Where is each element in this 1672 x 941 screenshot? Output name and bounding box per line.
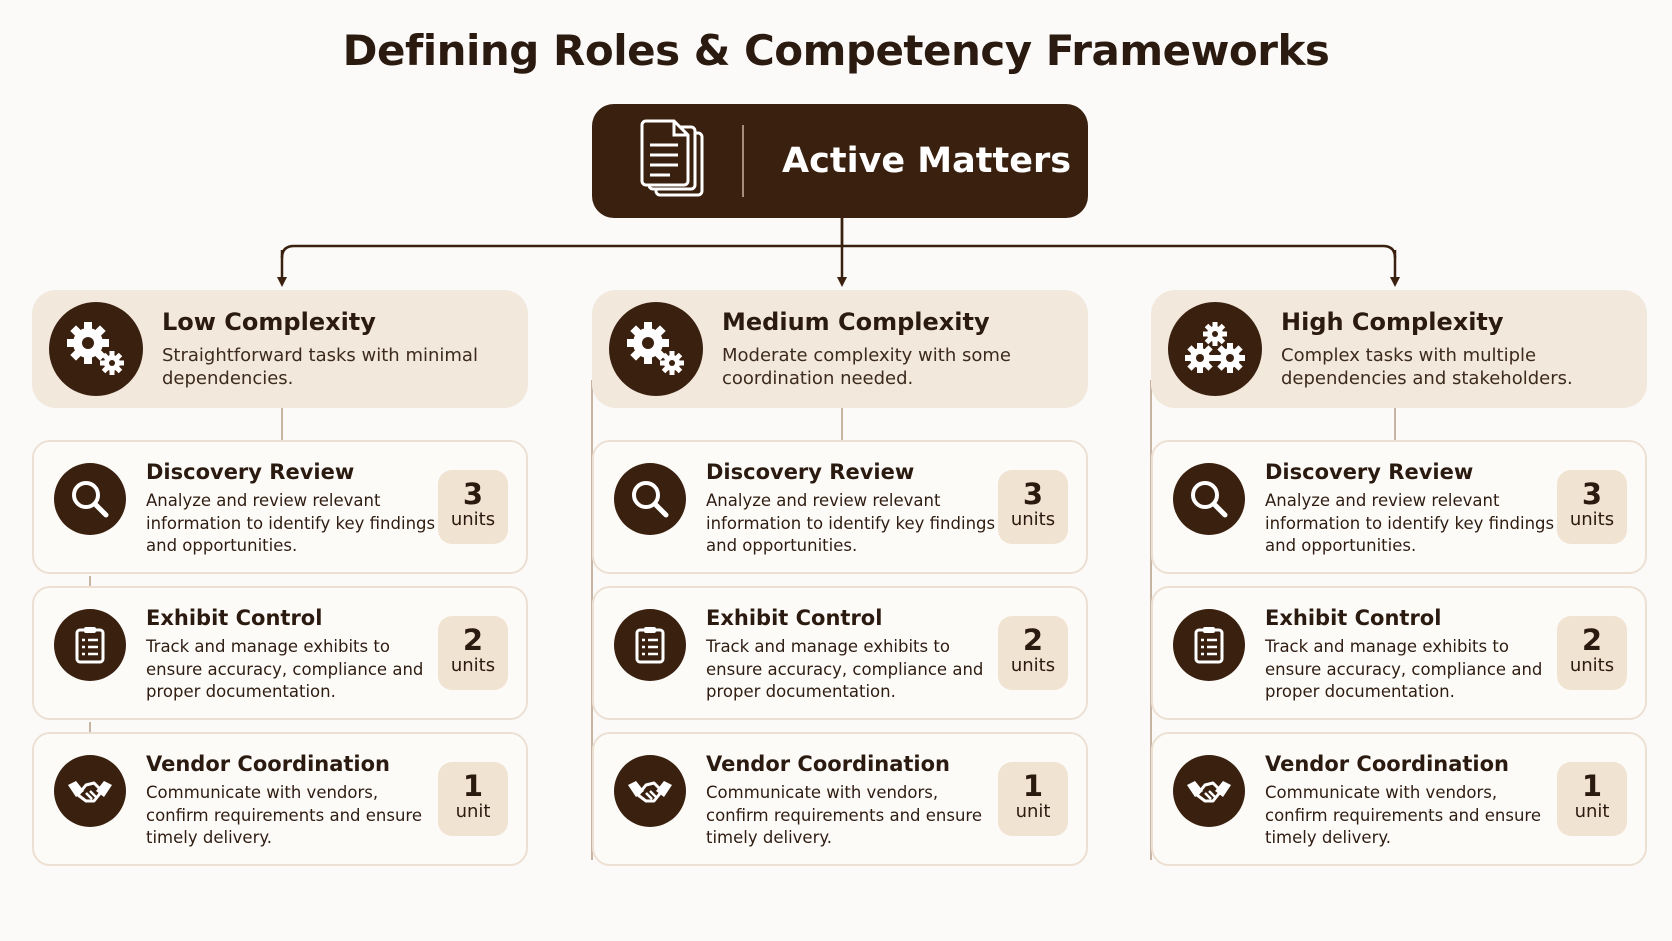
task-description: Track and manage exhibits to ensure accu… — [706, 637, 984, 701]
task-title: Discovery Review — [706, 460, 915, 484]
task-card-vendor-coordination: Vendor Coordination Communicate with ven… — [1151, 732, 1647, 866]
complexity-title: High Complexity — [1281, 308, 1504, 336]
complexity-description: Complex tasks with multiple dependencies… — [1281, 345, 1573, 389]
units-badge: 2 units — [438, 616, 508, 690]
units-label: unit — [1015, 801, 1051, 822]
page-title: Defining Roles & Competency Frameworks — [342, 26, 1330, 75]
handshake-icon — [1173, 755, 1245, 827]
gears-icon — [49, 302, 143, 396]
task-description: Analyze and review relevant information … — [706, 491, 996, 555]
units-count: 1 — [462, 769, 484, 803]
clipboard-icon — [1173, 609, 1245, 681]
units-label: unit — [455, 801, 491, 822]
task-title: Vendor Coordination — [146, 752, 391, 776]
units-count: 3 — [1022, 477, 1044, 511]
units-badge: 3 units — [438, 470, 508, 544]
units-count: 1 — [1581, 769, 1603, 803]
units-label: units — [1010, 509, 1056, 530]
task-description: Track and manage exhibits to ensure accu… — [1265, 637, 1543, 701]
complexity-header: Low Complexity Straightforward tasks wit… — [32, 290, 528, 408]
gears-cluster-icon — [1168, 302, 1262, 396]
root-divider — [742, 125, 744, 197]
documents-icon — [628, 104, 720, 218]
units-badge: 1 unit — [998, 762, 1068, 836]
task-card-vendor-coordination: Vendor Coordination Communicate with ven… — [32, 732, 528, 866]
complexity-description: Straightforward tasks with minimal depen… — [162, 345, 478, 389]
complexity-header: Medium Complexity Moderate complexity wi… — [592, 290, 1088, 408]
task-title: Discovery Review — [1265, 460, 1474, 484]
task-title: Vendor Coordination — [706, 752, 951, 776]
task-description: Communicate with vendors, confirm requir… — [146, 783, 423, 847]
units-badge: 2 units — [1557, 616, 1627, 690]
handshake-icon — [54, 755, 126, 827]
units-label: units — [1010, 655, 1056, 676]
task-card-discovery-review: Discovery Review Analyze and review rele… — [32, 440, 528, 574]
units-label: units — [450, 509, 496, 530]
task-card-exhibit-control: Exhibit Control Track and manage exhibit… — [32, 586, 528, 720]
units-count: 2 — [1581, 623, 1603, 657]
units-label: unit — [1574, 801, 1610, 822]
task-card-vendor-coordination: Vendor Coordination Communicate with ven… — [592, 732, 1088, 866]
root-label: Active Matters — [782, 141, 1072, 181]
task-card-exhibit-control: Exhibit Control Track and manage exhibit… — [592, 586, 1088, 720]
units-label: units — [450, 655, 496, 676]
units-badge: 1 unit — [438, 762, 508, 836]
complexity-description: Moderate complexity with some coordinati… — [722, 345, 1011, 389]
task-title: Exhibit Control — [706, 606, 883, 630]
magnifier-icon — [1173, 463, 1245, 535]
task-card-exhibit-control: Exhibit Control Track and manage exhibit… — [1151, 586, 1647, 720]
task-title: Exhibit Control — [146, 606, 323, 630]
units-count: 3 — [462, 477, 484, 511]
clipboard-icon — [614, 609, 686, 681]
units-label: units — [1569, 655, 1615, 676]
task-card-discovery-review: Discovery Review Analyze and review rele… — [592, 440, 1088, 574]
units-badge: 3 units — [1557, 470, 1627, 544]
units-count: 2 — [1022, 623, 1044, 657]
units-label: units — [1569, 509, 1615, 530]
handshake-icon — [614, 755, 686, 827]
magnifier-icon — [614, 463, 686, 535]
task-title: Discovery Review — [146, 460, 355, 484]
units-count: 2 — [462, 623, 484, 657]
units-badge: 3 units — [998, 470, 1068, 544]
task-description: Analyze and review relevant information … — [1265, 491, 1555, 555]
clipboard-icon — [54, 609, 126, 681]
task-title: Vendor Coordination — [1265, 752, 1510, 776]
magnifier-icon — [54, 463, 126, 535]
complexity-title: Low Complexity — [162, 308, 376, 336]
units-count: 3 — [1581, 477, 1603, 511]
units-badge: 1 unit — [1557, 762, 1627, 836]
task-description: Analyze and review relevant information … — [146, 491, 436, 555]
gears-icon — [609, 302, 703, 396]
task-description: Track and manage exhibits to ensure accu… — [146, 637, 424, 701]
units-count: 1 — [1022, 769, 1044, 803]
complexity-title: Medium Complexity — [722, 308, 990, 336]
task-title: Exhibit Control — [1265, 606, 1442, 630]
complexity-header: High Complexity Complex tasks with multi… — [1151, 290, 1647, 408]
task-description: Communicate with vendors, confirm requir… — [1265, 783, 1542, 847]
task-card-discovery-review: Discovery Review Analyze and review rele… — [1151, 440, 1647, 574]
task-description: Communicate with vendors, confirm requir… — [706, 783, 983, 847]
root-node: Active Matters — [592, 104, 1088, 218]
units-badge: 2 units — [998, 616, 1068, 690]
